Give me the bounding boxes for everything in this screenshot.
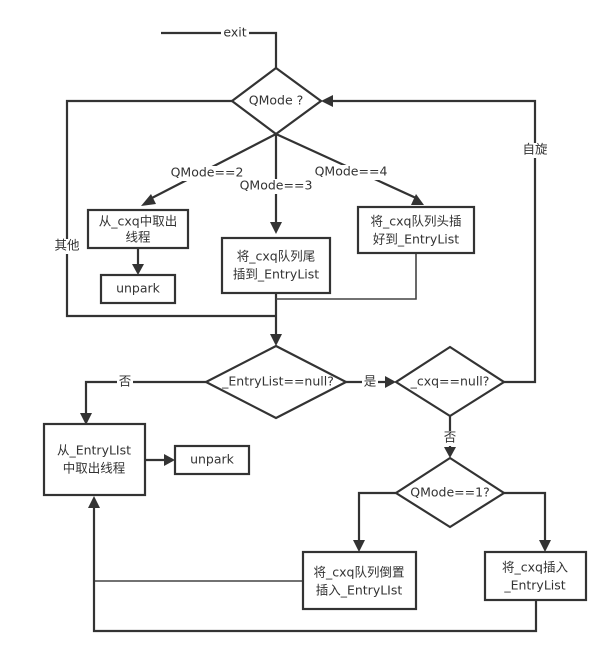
arrowhead — [444, 447, 456, 458]
edge-label-other: 其他 — [54, 238, 80, 253]
arrowhead — [132, 264, 144, 275]
node-cxq-null-decision: _cxq==null? — [393, 345, 507, 418]
node-label: 将_cxq队列尾 — [237, 249, 315, 264]
node-unpark-1: unpark — [99, 273, 177, 305]
node-unpark-2: unpark — [173, 444, 251, 476]
node-qmode-decision: QMode ? — [230, 66, 323, 136]
edge-label-exit: exit — [223, 25, 246, 40]
edge-label-qmode3: QMode==3 — [240, 178, 313, 193]
edge-entrylist-no — [84, 380, 206, 416]
edge-label-entrylist-yes: 是 — [364, 374, 377, 389]
node-take-from-entrylist: 从_EntryLIst 中取出线程 — [42, 422, 147, 497]
node-label: QMode ? — [249, 93, 304, 108]
edge-other — [65, 99, 276, 318]
edge-label-bg — [362, 375, 378, 390]
arrowhead — [270, 222, 282, 234]
node-label: _EntryList==null? — [221, 374, 334, 389]
node-label: _EntryList — [503, 578, 565, 593]
edge-insert-back — [92, 505, 538, 633]
node-cxq-reverse-insert: 将_cxq队列倒置 插入_EntryLIst — [301, 550, 418, 611]
arrowhead — [539, 540, 551, 552]
edge-label-qmode2: QMode==2 — [171, 165, 244, 180]
edge-label-bg — [168, 166, 246, 181]
node-label: unpark — [190, 452, 235, 467]
node-label: QMode==1? — [410, 485, 489, 500]
node-cxq-insert: 将_cxq插入 _EntryList — [483, 550, 588, 602]
arrowhead — [353, 540, 365, 552]
node-cxq-head-insert: 将_cxq队列头插 好到_EntryList — [356, 205, 476, 255]
node-entrylist-null-decision: _EntryList==null? — [203, 344, 349, 420]
edge-label-spin: 自旋 — [522, 142, 548, 157]
node-qmode1-decision: QMode==1? — [393, 456, 507, 529]
arrowhead — [385, 376, 396, 388]
arrowhead — [321, 95, 333, 107]
edge-qmode1-left — [357, 491, 396, 543]
edge-label-bg — [221, 26, 249, 40]
arrowhead — [141, 194, 156, 206]
node-label: _cxq==null? — [410, 374, 490, 389]
edge-label-entrylist-no: 否 — [119, 374, 132, 389]
arrowhead — [80, 413, 92, 425]
edge-qmode1-right — [504, 491, 547, 543]
node-label: 好到_EntryList — [373, 232, 459, 247]
node-label: 将_cxq队列头插 — [371, 214, 462, 229]
node-label: 插到_EntryList — [233, 267, 319, 282]
arrowhead — [411, 194, 424, 205]
node-label: 从_cxq中取出 — [99, 214, 177, 229]
edge-label-bg — [237, 179, 315, 194]
node-label: 从_EntryLIst — [57, 443, 131, 458]
arrowhead — [164, 454, 175, 466]
edge-label-bg — [117, 375, 133, 390]
node-cxq-tail-insert: 将_cxq队列尾 插到_EntryList — [220, 236, 332, 295]
node-label: 线程 — [125, 230, 151, 245]
arrowhead — [88, 496, 100, 508]
edge-label-bg — [442, 431, 458, 446]
node-label: unpark — [116, 281, 161, 296]
node-take-from-cxq: 从_cxq中取出 线程 — [86, 208, 190, 250]
edge-spin — [330, 99, 537, 384]
node-label: 插入_EntryLIst — [316, 583, 403, 598]
node-label: 中取出线程 — [63, 461, 126, 476]
node-label: 将_cxq队列倒置 — [314, 565, 405, 580]
edge-label-bg — [312, 165, 390, 180]
edge-label-cxq-no: 否 — [444, 430, 457, 445]
arrowhead — [270, 334, 282, 346]
edge-head-to-entrylist — [276, 253, 417, 300]
node-label: 将_cxq插入 — [502, 560, 568, 575]
edge-label-bg — [521, 143, 549, 158]
edge-label-qmode4: QMode==4 — [315, 164, 388, 179]
edge-label-bg — [53, 239, 81, 254]
